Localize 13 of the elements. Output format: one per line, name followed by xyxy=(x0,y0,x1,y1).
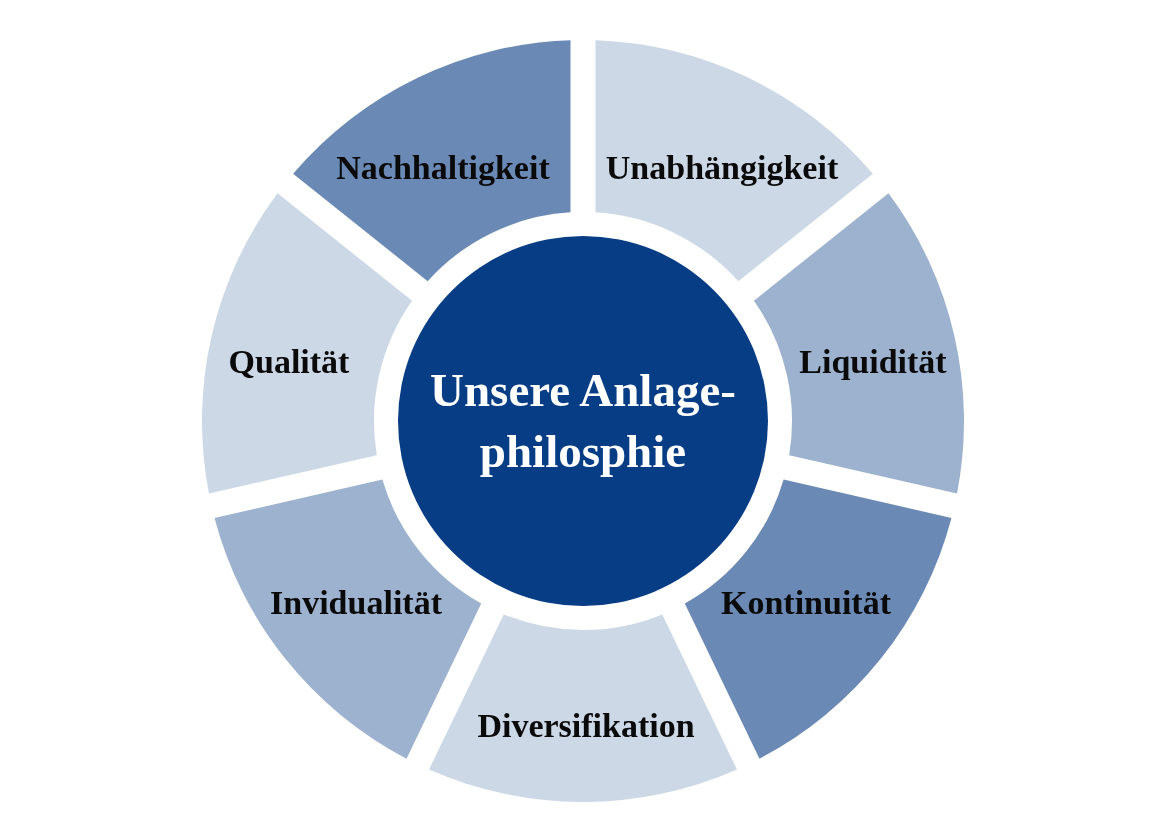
ring-segment xyxy=(202,193,413,494)
segment-label: Qualität xyxy=(228,341,350,382)
ring-segment xyxy=(293,40,571,282)
ring-segment xyxy=(429,614,737,802)
segment-label: Diversifikation xyxy=(477,705,695,746)
segment-label: Unabhängigkeit xyxy=(605,147,839,188)
center-title: Unsere Anlage-philosphie xyxy=(429,362,737,479)
segment-label: Nachhaltigkeit xyxy=(336,147,550,188)
ring-segment xyxy=(595,40,873,282)
segment-label: Kontinuität xyxy=(721,582,891,623)
segment-label: Invidualität xyxy=(270,582,442,623)
ring-segment xyxy=(753,193,964,494)
segment-label: Liquidität xyxy=(799,341,947,382)
